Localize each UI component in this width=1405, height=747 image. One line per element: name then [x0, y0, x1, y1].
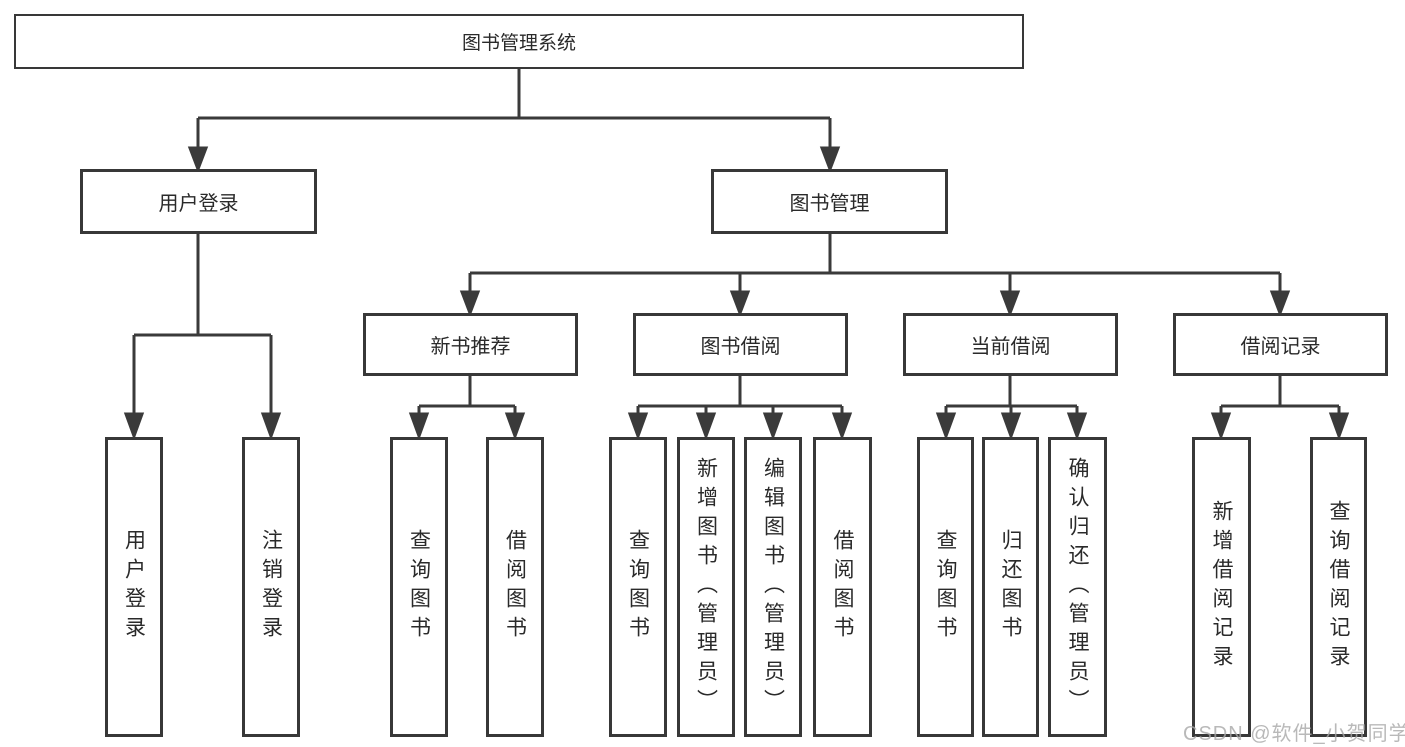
node-label: 借阅图书 — [831, 529, 854, 645]
leaf-records-add-record: 新增借阅记录 — [1192, 437, 1251, 737]
node-new-book-recommend: 新书推荐 — [363, 313, 578, 376]
leaf-user-login: 用户登录 — [105, 437, 163, 737]
node-label: 借阅记录 — [1240, 336, 1321, 358]
node-label: 当前借阅 — [970, 336, 1051, 358]
branch-root — [187, 69, 841, 174]
leaf-borrowing-edit-books-admin: 编辑图书（管理员） — [744, 437, 802, 737]
leaf-borrowing-add-books-admin: 新增图书（管理员） — [677, 437, 735, 737]
node-label: 归还图书 — [999, 529, 1022, 645]
branch-new-book-recommend — [408, 376, 526, 441]
node-label: 用户登录 — [122, 529, 146, 645]
arrow-down-icon — [831, 412, 853, 441]
arrow-down-icon — [459, 290, 481, 318]
node-label: 图书借阅 — [700, 336, 781, 358]
node-label: 查询图书 — [626, 529, 650, 645]
arrow-down-icon — [260, 412, 282, 441]
arrow-down-icon — [1066, 412, 1088, 441]
node-book-borrowing: 图书借阅 — [633, 313, 848, 376]
arrow-down-icon — [999, 290, 1021, 318]
node-root-system: 图书管理系统 — [14, 14, 1024, 69]
arrow-down-icon — [695, 412, 717, 441]
leaf-borrowing-query-books: 查询图书 — [609, 437, 667, 737]
arrow-down-icon — [729, 290, 751, 318]
arrow-down-icon — [935, 412, 957, 441]
node-label: 借阅图书 — [503, 529, 527, 645]
leaf-current-confirm-return-admin: 确认归还（管理员） — [1048, 437, 1107, 737]
leaf-logout: 注销登录 — [242, 437, 300, 737]
arrow-down-icon — [762, 412, 784, 441]
node-label: 查询图书 — [407, 529, 431, 645]
leaf-borrowing-borrow-books: 借阅图书 — [813, 437, 872, 737]
leaf-recommend-query-books: 查询图书 — [390, 437, 448, 737]
branch-user-login — [123, 234, 282, 441]
arrow-down-icon — [1269, 290, 1291, 318]
leaf-records-query-record: 查询借阅记录 — [1310, 437, 1367, 737]
node-label: 确认归还（管理员） — [1066, 456, 1089, 718]
leaf-recommend-borrow-books: 借阅图书 — [486, 437, 544, 737]
node-label: 编辑图书（管理员） — [761, 456, 785, 718]
branch-borrowing-records — [1210, 376, 1350, 441]
node-book-management-group: 图书管理 — [711, 169, 948, 234]
leaf-current-return-books: 归还图书 — [982, 437, 1039, 737]
node-label: 新书推荐 — [430, 336, 511, 358]
node-label: 注销登录 — [259, 529, 283, 645]
arrow-down-icon — [627, 412, 649, 441]
node-label: 用户登录 — [158, 193, 239, 215]
node-label: 查询图书 — [934, 529, 957, 645]
node-label: 新增借阅记录 — [1210, 500, 1233, 674]
branch-book-management — [459, 234, 1291, 318]
node-label: 查询借阅记录 — [1327, 500, 1350, 674]
arrow-down-icon — [1210, 412, 1232, 441]
node-label: 图书管理系统 — [461, 33, 576, 54]
node-label: 新增图书（管理员） — [694, 456, 718, 718]
node-current-borrowing: 当前借阅 — [903, 313, 1118, 376]
leaf-current-query-books: 查询图书 — [917, 437, 974, 737]
arrow-down-icon — [408, 412, 430, 441]
arrow-down-icon — [1000, 412, 1022, 441]
node-borrowing-records: 借阅记录 — [1173, 313, 1388, 376]
arrow-down-icon — [187, 146, 209, 174]
arrow-down-icon — [123, 412, 145, 441]
node-user-login-group: 用户登录 — [80, 169, 317, 234]
arrow-down-icon — [504, 412, 526, 441]
node-label: 图书管理 — [789, 193, 870, 215]
csdn-watermark: CSDN @软件_小贺同学 — [1183, 723, 1405, 745]
branch-current-borrowing — [935, 376, 1088, 441]
arrow-down-icon — [819, 146, 841, 174]
branch-book-borrowing — [627, 376, 853, 441]
arrow-down-icon — [1328, 412, 1350, 441]
